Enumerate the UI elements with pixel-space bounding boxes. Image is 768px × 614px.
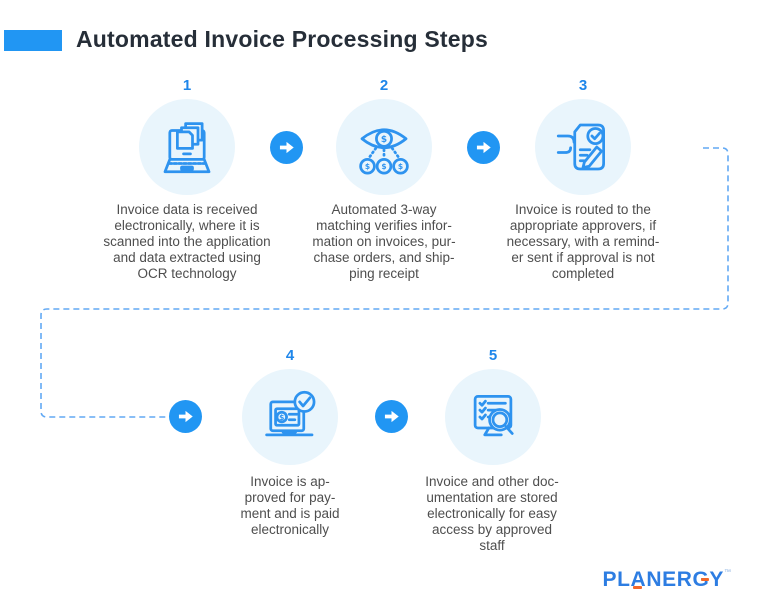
logo-orange-accent	[701, 578, 710, 581]
document-storage-icon	[473, 395, 514, 437]
step-2-icon-circle: $ $ $ $	[336, 99, 432, 195]
logo-letter: R	[676, 568, 693, 591]
step-3-number: 3	[578, 77, 588, 94]
planergy-logo: PLANERGY™	[603, 568, 732, 592]
arrow-right-icon	[169, 400, 202, 433]
logo-letter: L	[617, 568, 631, 591]
step-3-icon-circle	[535, 99, 631, 195]
step-5-description: Invoice and other doc- umentation are st…	[425, 474, 559, 553]
title-accent-bar	[4, 30, 62, 51]
step-4-icon-circle: $	[242, 369, 338, 465]
step-1-icon-circle	[139, 99, 235, 195]
page-title: Automated Invoice Processing Steps	[76, 26, 488, 52]
step-2-number: 2	[379, 77, 389, 94]
payment-approved-icon: $	[265, 390, 316, 437]
logo-letter-g: G	[692, 568, 710, 592]
approval-routing-icon	[556, 123, 605, 171]
step-4-number: 4	[285, 347, 295, 364]
arrow-right-icon	[467, 131, 500, 164]
three-way-matching-icon: $ $ $ $	[359, 128, 409, 175]
step-3-description: Invoice is routed to the appropriate app…	[506, 202, 660, 281]
svg-text:$: $	[279, 413, 284, 422]
step-5-number: 5	[488, 347, 498, 364]
logo-letter-a: A	[630, 568, 647, 591]
logo-letter: E	[662, 568, 677, 591]
svg-text:$: $	[365, 162, 370, 171]
trademark-symbol: ™	[724, 569, 731, 576]
logo-letter: Y	[709, 568, 724, 591]
arrow-right-icon	[270, 131, 303, 164]
svg-text:$: $	[381, 162, 386, 171]
logo-letter: P	[602, 568, 618, 591]
step-2-description: Automated 3-way matching verifies infor-…	[312, 202, 456, 281]
svg-text:$: $	[398, 162, 403, 171]
step-1-number: 1	[182, 77, 192, 94]
step-5-icon-circle	[445, 369, 541, 465]
laptop-scan-icon	[163, 122, 211, 174]
arrow-right-icon	[375, 400, 408, 433]
logo-orange-accent	[632, 586, 642, 589]
logo-letter: N	[646, 568, 663, 591]
step-1-description: Invoice data is received electronically,…	[103, 202, 271, 281]
step-4-description: Invoice is ap- proved for pay- ment and …	[240, 474, 340, 537]
svg-text:$: $	[381, 135, 387, 145]
